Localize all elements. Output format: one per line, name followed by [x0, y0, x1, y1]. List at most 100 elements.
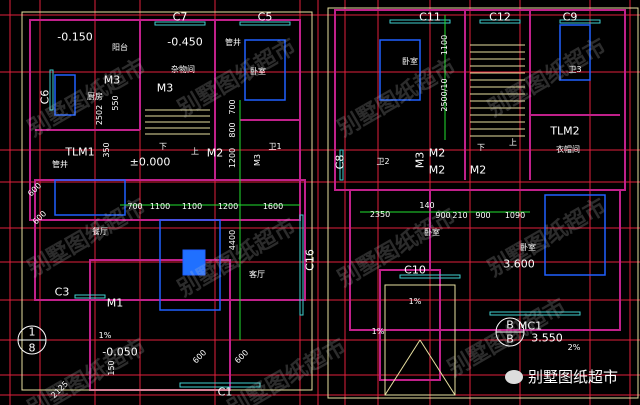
plan-label: 2350 [369, 210, 391, 219]
window [559, 19, 601, 24]
brand-badge: 别墅图纸超市 [505, 366, 618, 387]
plan-label: 8 [28, 341, 36, 355]
plan-label: 2% [567, 343, 581, 352]
window [479, 19, 521, 24]
plan-label: 上 [509, 138, 517, 147]
window [49, 69, 54, 111]
window [339, 149, 344, 181]
wechat-icon [505, 369, 523, 384]
plan-label: 1100 [181, 202, 203, 211]
outline [384, 284, 456, 396]
plan-label: 140 [419, 201, 435, 210]
plan-label: 210 [452, 211, 468, 220]
window [389, 19, 451, 24]
plan-label: M3 [103, 73, 121, 87]
plan-label: 3.600 [503, 257, 535, 271]
plan-label: 卧室 [424, 228, 440, 237]
plan-label: B [506, 318, 514, 332]
plan-label: C9 [562, 10, 578, 24]
window [489, 311, 581, 316]
plan-label: 客厅 [249, 270, 265, 279]
wall [34, 179, 306, 301]
window [399, 274, 461, 279]
plan-label: 卫1 [268, 142, 282, 151]
plan-label: C1 [217, 385, 233, 399]
plan-label: M3 [253, 154, 262, 166]
plan-label: C3 [54, 285, 70, 299]
furniture [244, 39, 286, 101]
plan-label: C11 [419, 10, 441, 24]
plan-label: -0.150 [57, 30, 93, 44]
plan-label: C12 [489, 10, 511, 24]
plan-label: 1 [28, 325, 36, 339]
plan-label: TLM1 [65, 145, 95, 159]
plan-label: 卧室 [520, 243, 536, 252]
plan-label: C8 [333, 154, 347, 170]
plan-label: C10 [404, 263, 426, 277]
plan-label: 厨房 [87, 92, 103, 101]
outline [21, 11, 313, 391]
window [154, 21, 206, 26]
plan-label: M3 [413, 151, 427, 169]
plan-label: 1% [98, 331, 112, 340]
plan-label: M2 [206, 146, 224, 160]
plan-label: 350 [102, 142, 111, 158]
plan-label: C16 [303, 249, 317, 271]
window [74, 294, 106, 299]
furniture [379, 39, 421, 101]
plan-label: ±0.000 [129, 155, 171, 169]
furniture [54, 179, 126, 216]
plan-label: 下 [159, 142, 167, 151]
plan-label: 餐厅 [92, 227, 108, 236]
furniture [159, 219, 221, 311]
furniture [54, 74, 76, 116]
plan-label: 卫3 [568, 65, 582, 74]
furniture [544, 194, 606, 276]
plan-label: MC1 [517, 319, 543, 333]
plan-label: 1600 [262, 202, 284, 211]
plan-label: B [506, 332, 514, 346]
wall [379, 269, 441, 381]
plan-label: 衣帽间 [556, 145, 580, 154]
furniture [559, 24, 591, 81]
plan-label: 3.550 [531, 331, 563, 345]
window [179, 382, 261, 388]
plan-label: 杂物间 [171, 65, 195, 74]
plan-label: 700 [127, 202, 143, 211]
plan-label: 800 [228, 122, 237, 138]
outline [384, 339, 421, 396]
plan-label: 卧室 [402, 57, 418, 66]
plan-label: M2 [428, 146, 446, 160]
plan-label: 900 [475, 211, 491, 220]
outline [419, 339, 456, 396]
plan-label: TLM2 [550, 124, 580, 138]
plan-label: 上 [191, 147, 199, 156]
plan-label: 管井 [52, 160, 68, 169]
plan-label: M2 [469, 163, 487, 177]
window [239, 21, 291, 26]
plan-label: 1100 [149, 202, 171, 211]
plan-label: 卫2 [376, 157, 390, 166]
plan-label: -0.450 [167, 35, 203, 49]
plan-label: 700 [228, 99, 237, 115]
plan-label: 1090 [504, 211, 526, 220]
plan-label: 阳台 [112, 43, 128, 52]
bed-cover [182, 249, 206, 276]
plan-label: 900 [435, 211, 451, 220]
plan-label: C5 [257, 10, 273, 24]
plan-label: 卧室 [250, 67, 266, 76]
outline [327, 7, 639, 399]
plan-label: 1% [371, 327, 385, 336]
window [299, 214, 304, 316]
plan-label: 1% [408, 297, 422, 306]
plan-label: 1200 [228, 147, 237, 169]
plan-label: M2 [428, 163, 446, 177]
plan-label: 下 [477, 143, 485, 152]
plan-label: M1 [106, 296, 124, 310]
brand-text: 别墅图纸超市 [528, 368, 619, 386]
plan-label: C7 [172, 10, 188, 24]
plan-label: 1200 [217, 202, 239, 211]
plan-label: M3 [156, 81, 174, 95]
